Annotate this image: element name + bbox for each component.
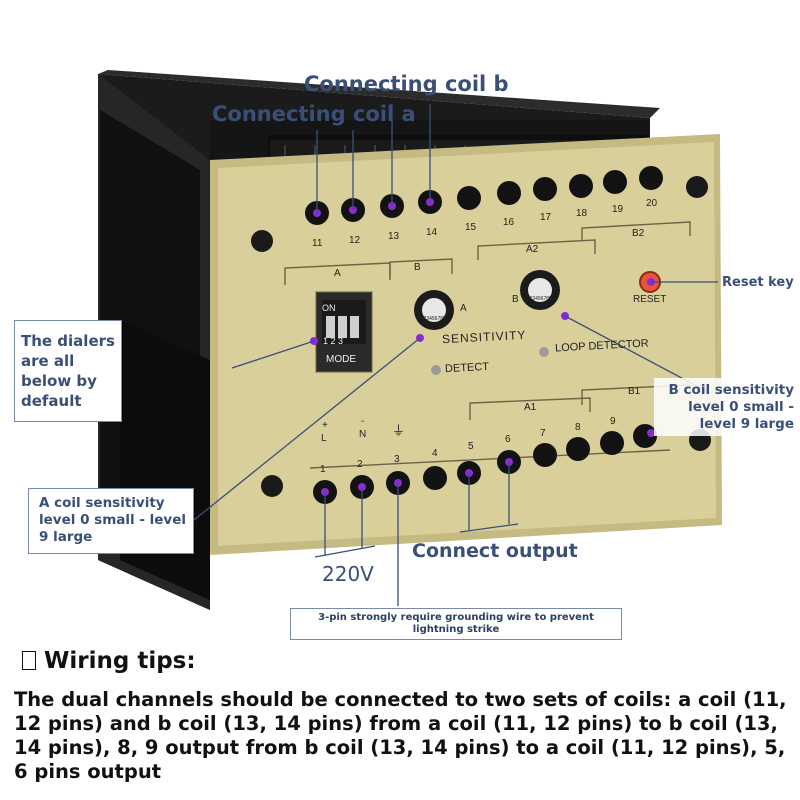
callout-b-sens: B coil sensitivity level 0 small - level…: [668, 382, 794, 432]
pin-label: 19: [612, 204, 624, 215]
pin-label: 17: [540, 212, 552, 223]
callout-a-sens-box: A coil sensitivity level 0 small - level…: [28, 488, 194, 554]
dial-b-digits: 0123456789: [524, 296, 552, 302]
pin-label: 18: [576, 208, 588, 219]
relay-b1-label: B1: [628, 386, 641, 397]
callout-voltage: 220V: [322, 562, 374, 586]
relay-b2-label: B2: [632, 228, 645, 239]
dip-on-label: ON: [322, 303, 336, 313]
pin-label: 9: [610, 416, 616, 427]
pin-label: 2: [357, 459, 363, 470]
tips-title: Wiring tips:: [44, 648, 196, 674]
mode-label: MODE: [326, 354, 356, 365]
dial-b-label: B: [512, 294, 519, 305]
callout-dialers-box: The dialers are all below by default: [14, 320, 122, 422]
relay-a2-label: A2: [526, 244, 539, 255]
pin-label: 20: [646, 198, 658, 209]
front-panel: [210, 134, 722, 555]
relay-a1-label: A1: [524, 402, 537, 413]
tips-bullet-icon: [22, 651, 36, 670]
pin-label: 13: [388, 231, 400, 242]
relay-a-label: A: [334, 268, 341, 279]
callout-grounding: 3-pin strongly require grounding wire to…: [318, 612, 594, 635]
callout-connect-output: Connect output: [412, 540, 578, 562]
dial-a-label: A: [460, 303, 467, 314]
pin-plus-label: +: [322, 420, 328, 431]
dip-numbers: 1 2 3: [323, 336, 344, 346]
callout-coil-a: Connecting coil a: [212, 102, 416, 126]
pin-label: 12: [349, 235, 361, 246]
callout-a-sens: A coil sensitivity level 0 small - level…: [39, 495, 186, 545]
pin-label: 14: [426, 227, 438, 238]
dial-a-digits: 0123456789: [418, 316, 446, 322]
pin-minus-label: -: [361, 416, 365, 427]
reset-label: RESET: [633, 294, 667, 305]
tips-body: The dual channels should be connected to…: [14, 688, 787, 783]
sensitivity-label: SENSITIVITY: [441, 327, 527, 347]
pin-label: 8: [575, 422, 581, 433]
pin-label: 1: [320, 464, 326, 475]
relay-b-label: B: [414, 262, 421, 273]
pin-l-label: L: [321, 433, 327, 444]
callout-grounding-box: 3-pin strongly require grounding wire to…: [290, 608, 622, 640]
loop-detector-label: LOOP DETECTOR: [554, 337, 649, 355]
pin-label: 4: [432, 448, 438, 459]
detect-label: DETECT: [444, 360, 490, 376]
tips-title-row: Wiring tips:: [22, 648, 196, 674]
ground-icon: ⏚: [392, 423, 406, 438]
pin-label: 15: [465, 222, 477, 233]
callout-dialers: The dialers are all below by default: [21, 332, 115, 410]
pin-markers: [310, 198, 655, 496]
pin-label: 5: [468, 441, 474, 452]
callout-coil-b: Connecting coil b: [304, 72, 509, 96]
pin-label: 11: [312, 238, 323, 249]
pin-label: 3: [394, 454, 400, 465]
callout-b-sens-box: B coil sensitivity level 0 small - level…: [654, 378, 798, 436]
pin-label: 6: [505, 434, 511, 445]
callout-reset-key: Reset key: [722, 275, 794, 290]
pin-label: 16: [503, 217, 515, 228]
leader-lines: [193, 104, 718, 606]
pin-n-label: N: [359, 429, 367, 440]
pin-label: 7: [540, 428, 546, 439]
